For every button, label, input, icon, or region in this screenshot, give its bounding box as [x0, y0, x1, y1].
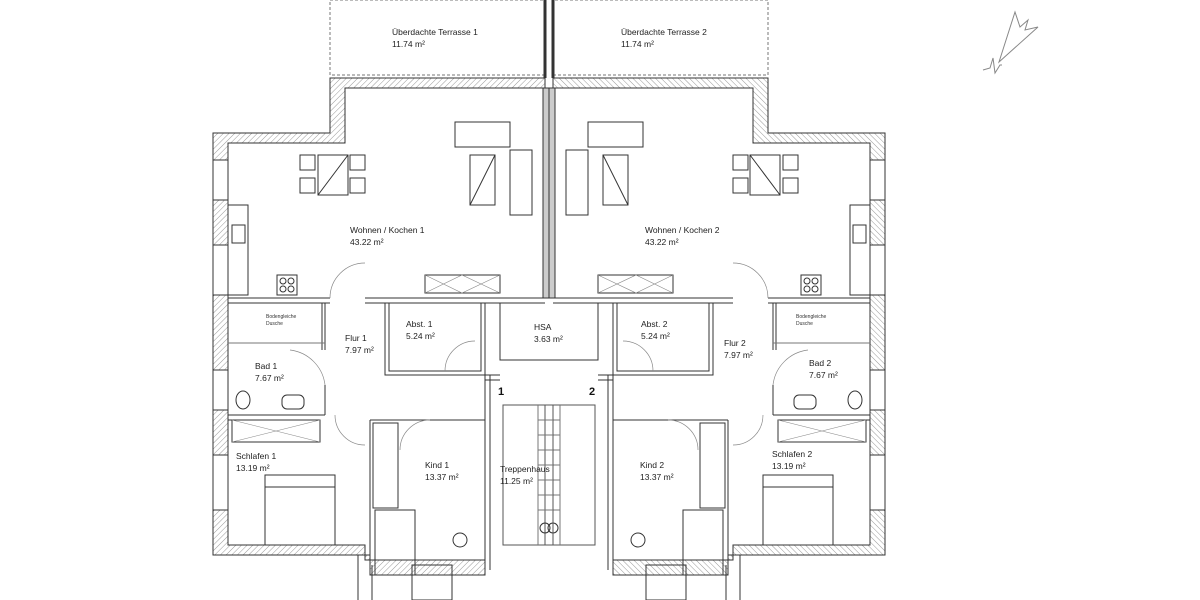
north-arrow-icon: [982, 10, 1039, 75]
unit-number-1: 1: [498, 386, 505, 398]
unit-number-2: 2: [589, 386, 596, 398]
